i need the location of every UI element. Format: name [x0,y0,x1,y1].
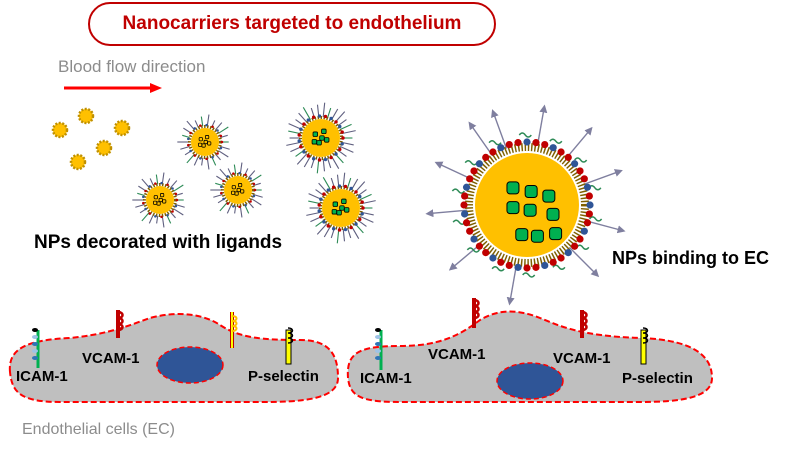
receptor-pselectin-right [640,327,649,365]
endothelial-cell-left [8,313,340,403]
label-icam-right: ICAM-1 [360,370,412,387]
label-pselectin-right: P-selectin [622,370,693,387]
nucleus-right [496,362,564,400]
label-icam-left: ICAM-1 [16,368,68,385]
blood-flow-label: Blood flow direction [58,57,206,76]
decorated-np-group [132,102,376,244]
label-vcam-right-1: VCAM-1 [428,346,486,363]
receptor-pselectin-left [285,327,294,365]
nps-binding-label: NPs binding to EC [612,248,769,268]
nucleus-left [156,346,224,384]
endothelial-cells-label: Endothelial cells (EC) [22,421,175,438]
endothelial-cell-right [346,310,714,403]
label-vcam-left: VCAM-1 [82,350,140,367]
receptor-pselectin-yellow [230,312,238,348]
receptor-vcam-right-2 [580,310,588,338]
label-pselectin-left: P-selectin [248,368,319,385]
bare-np-group [51,107,131,171]
receptor-vcam-left [116,310,124,338]
flow-arrow [64,83,162,93]
receptor-icam-right [375,328,383,370]
receptor-icam-left [32,328,40,368]
nps-decorated-label: NPs decorated with ligands [34,232,283,253]
big-np-binding [425,104,626,306]
title-banner: Nanocarriers targeted to endothelium [88,2,496,46]
label-vcam-right-2: VCAM-1 [553,350,611,367]
receptor-vcam-right-1 [472,298,480,328]
